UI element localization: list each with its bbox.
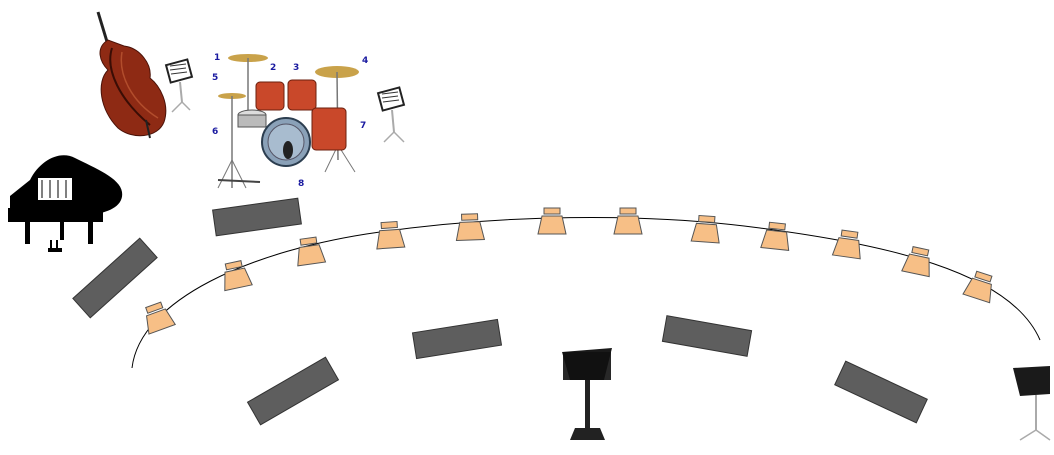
music-stands — [72, 197, 928, 426]
chair[interactable] — [962, 269, 998, 304]
drum-part-label: 6 — [212, 127, 218, 137]
drum-kit[interactable]: 1 2 3 4 5 6 7 8 — [212, 53, 368, 189]
seating-arc — [131, 216, 1041, 369]
chair[interactable] — [690, 214, 721, 244]
chair[interactable] — [140, 300, 177, 335]
chair[interactable] — [831, 229, 863, 260]
chair[interactable] — [613, 207, 643, 235]
music-stand[interactable] — [834, 360, 928, 424]
floor-tom — [311, 107, 347, 151]
chair[interactable] — [760, 221, 792, 251]
conductor-stand-icon[interactable] — [1013, 366, 1051, 441]
drum-part-label: 2 — [270, 63, 276, 73]
drum-part-label: 5 — [212, 73, 218, 83]
chair[interactable] — [294, 236, 327, 267]
double-bass-icon[interactable] — [96, 11, 167, 139]
music-stand[interactable] — [246, 356, 340, 426]
drum-part-label: 1 — [214, 53, 220, 63]
conductor-stand-icon[interactable] — [562, 348, 612, 440]
chairs — [140, 207, 998, 335]
drum-part-label: 8 — [298, 179, 304, 189]
chair[interactable] — [455, 213, 486, 242]
chair[interactable] — [537, 207, 567, 235]
tom-drum — [255, 81, 285, 111]
chair[interactable] — [901, 245, 935, 278]
tom-drum — [287, 79, 317, 111]
small-music-stand[interactable] — [376, 86, 406, 143]
music-stand[interactable] — [411, 318, 503, 360]
small-music-stand[interactable] — [164, 58, 194, 113]
chair[interactable] — [219, 259, 253, 292]
drum-part-label: 4 — [362, 56, 368, 66]
music-stand[interactable] — [72, 237, 158, 319]
music-stand[interactable] — [661, 315, 753, 357]
drum-part-label: 3 — [293, 63, 299, 73]
drum-part-label: 7 — [360, 121, 366, 131]
chair[interactable] — [375, 220, 406, 250]
music-stand[interactable] — [212, 197, 302, 237]
grand-piano-icon[interactable] — [8, 155, 123, 252]
